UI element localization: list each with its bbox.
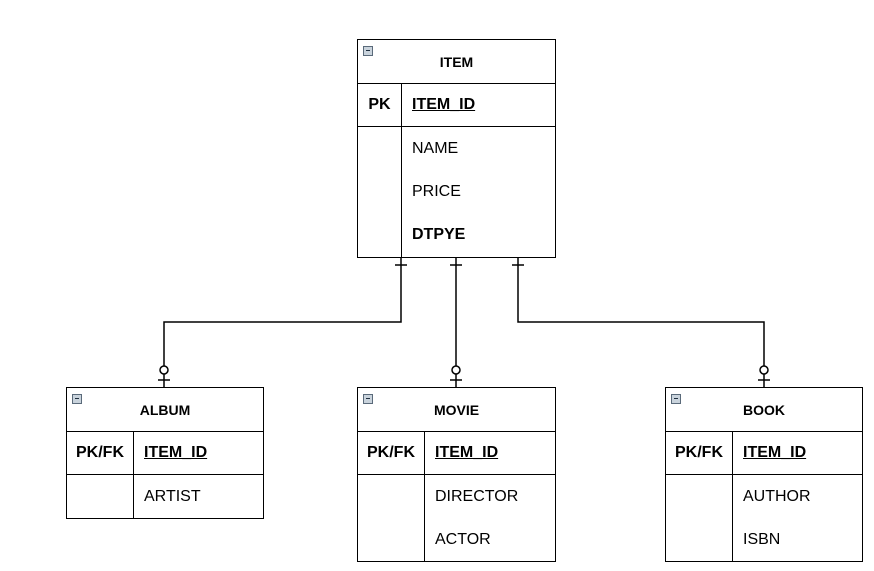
attribute-rows: NAME PRICE DTPYE [358,127,555,257]
entity-title: ITEM [439,53,474,70]
primary-key-row: PK ITEM_ID [358,84,555,127]
attribute-dtpye: DTPYE [412,225,466,243]
key-label: PK [358,84,402,126]
entity-title: MOVIE [433,401,480,418]
entity-header: ITEM [358,40,555,84]
key-label: PK/FK [67,432,134,474]
zero-mark-album [159,365,169,375]
entity-title: ALBUM [139,401,191,418]
connector-item-book [517,258,765,366]
key-column-blank [358,127,402,257]
key-attribute: ITEM_ID [144,444,208,461]
connector-item-album [163,258,402,366]
key-column-blank [358,475,425,561]
key-attribute: ITEM_ID [412,96,476,113]
collapse-icon[interactable] [72,394,82,404]
entity-header: MOVIE [358,388,555,432]
entity-book[interactable]: BOOK PK/FK ITEM_ID AUTHOR ISBN [665,387,863,562]
entity-item[interactable]: ITEM PK ITEM_ID NAME PRICE DTPYE [357,39,556,258]
zero-mark-movie [451,365,461,375]
key-column-blank [67,475,134,518]
attribute-rows: ARTIST [67,475,263,518]
entity-header: BOOK [666,388,862,432]
primary-key-row: PK/FK ITEM_ID [666,432,862,475]
entity-movie[interactable]: MOVIE PK/FK ITEM_ID DIRECTOR ACTOR [357,387,556,562]
attribute-artist: ARTIST [144,487,201,505]
attribute-price: PRICE [412,182,461,200]
attribute-rows: AUTHOR ISBN [666,475,862,561]
zero-mark-book [759,365,769,375]
attribute-name: NAME [412,139,459,157]
attribute-author: AUTHOR [743,487,811,505]
attribute-rows: DIRECTOR ACTOR [358,475,555,561]
entity-album[interactable]: ALBUM PK/FK ITEM_ID ARTIST [66,387,264,519]
key-attribute: ITEM_ID [743,444,807,461]
primary-key-row: PK/FK ITEM_ID [358,432,555,475]
key-attribute: ITEM_ID [435,444,499,461]
collapse-icon[interactable] [671,394,681,404]
collapse-icon[interactable] [363,394,373,404]
attribute-actor: ACTOR [435,530,491,548]
primary-key-row: PK/FK ITEM_ID [67,432,263,475]
collapse-icon[interactable] [363,46,373,56]
entity-header: ALBUM [67,388,263,432]
attribute-isbn: ISBN [743,530,781,548]
attribute-director: DIRECTOR [435,487,519,505]
entity-title: BOOK [743,401,785,418]
key-column-blank [666,475,733,561]
key-label: PK/FK [358,432,425,474]
key-label: PK/FK [666,432,733,474]
